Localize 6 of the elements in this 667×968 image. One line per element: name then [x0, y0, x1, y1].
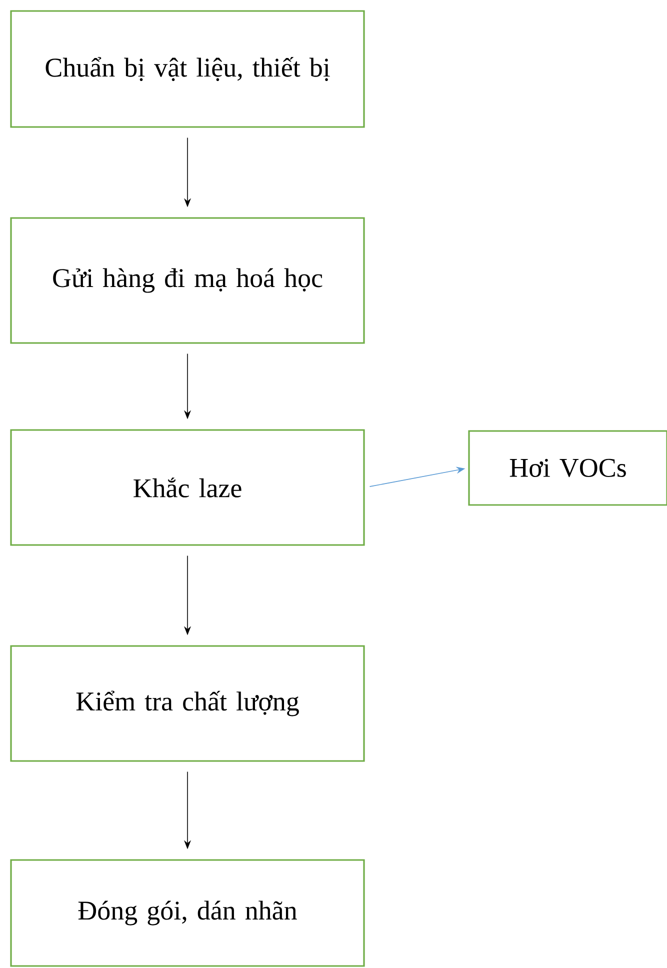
process-box: Kiểm tra chất lượng	[10, 645, 365, 762]
process-box: Đóng gói, dán nhãn	[10, 859, 365, 967]
process-box: Khắc laze	[10, 429, 365, 546]
process-box: Gửi hàng đi mạ hoá học	[10, 217, 365, 344]
process-box: Chuẩn bị vật liệu, thiết bị	[10, 10, 365, 128]
process-box: Hơi VOCs	[468, 430, 667, 506]
